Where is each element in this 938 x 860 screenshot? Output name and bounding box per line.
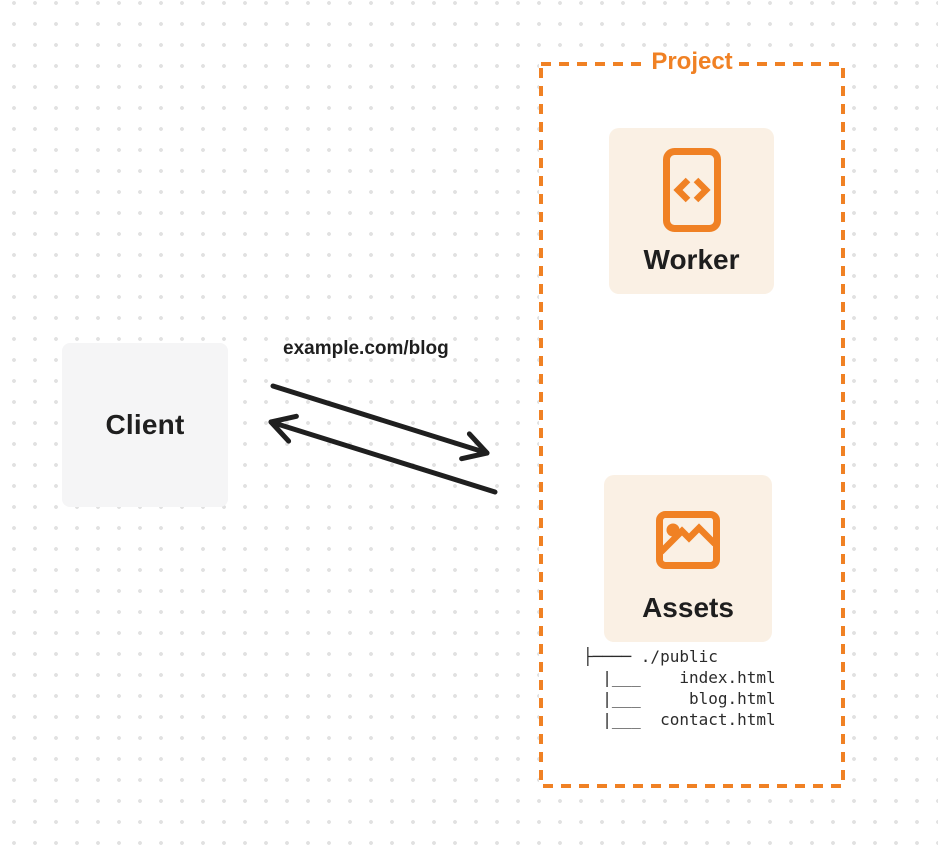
assets-card: Assets: [604, 475, 772, 642]
file-tree: ├──── ./public |___ index.html |___ blog…: [583, 646, 776, 730]
request-response-arrows: [268, 383, 498, 495]
client-label: Client: [105, 409, 185, 440]
file-tree-root: ├──── ./public: [583, 647, 718, 666]
project-label: Project: [645, 49, 739, 75]
arrow-left-icon: [268, 413, 498, 495]
client-box: Client: [62, 343, 228, 507]
worker-label: Worker: [643, 244, 740, 275]
arrow-right-icon: [270, 383, 490, 462]
project-box: Project Worker Assets ├──── ./public |__…: [539, 49, 845, 788]
file-tree-blog: |___ blog.html: [583, 689, 776, 708]
file-tree-contact: |___ contact.html: [583, 710, 776, 729]
code-document-icon: [662, 148, 721, 232]
assets-label: Assets: [642, 592, 734, 623]
file-tree-index: |___ index.html: [583, 668, 776, 687]
worker-card: Worker: [609, 128, 774, 294]
image-icon: [656, 511, 720, 569]
request-url-label: example.com/blog: [283, 338, 449, 359]
